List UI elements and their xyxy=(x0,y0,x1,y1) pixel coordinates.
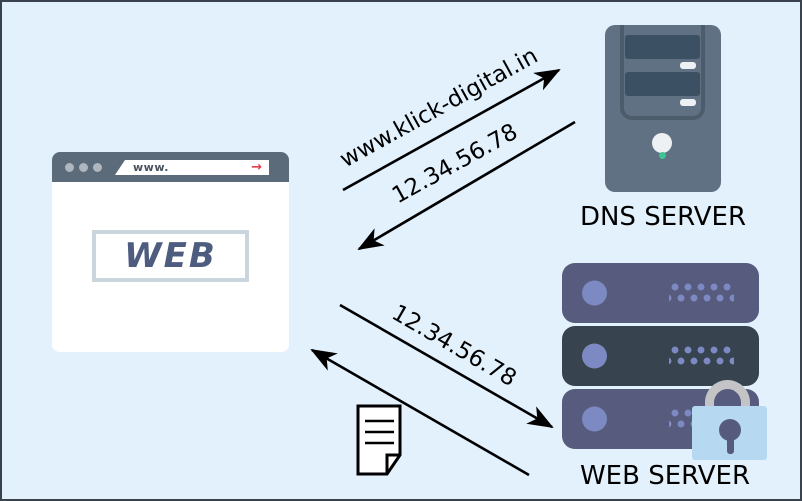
dns-server-tower-icon xyxy=(605,25,721,192)
web-request-arrow xyxy=(339,303,554,429)
rack-circle-icon xyxy=(582,406,607,432)
browser-viewport: WEB xyxy=(52,182,289,352)
rack-unit xyxy=(562,263,759,323)
web-content-box: WEB xyxy=(92,230,249,282)
rack-circle-icon xyxy=(582,280,607,306)
browser-window-icon: www. → WEB xyxy=(52,152,289,352)
keyhole-icon xyxy=(719,419,741,441)
dns-request-label: www.klick-digital.in xyxy=(335,42,543,174)
web-label: WEB xyxy=(124,236,217,276)
web-server-label: WEB SERVER xyxy=(579,461,751,491)
go-arrow-icon: → xyxy=(251,160,262,175)
power-button-icon xyxy=(652,133,672,153)
window-dot-icon xyxy=(93,163,102,172)
rack-dots-icon xyxy=(669,345,734,367)
dns-server-label: DNS SERVER xyxy=(579,202,747,232)
rack-dots-icon xyxy=(669,282,734,304)
window-dot-icon xyxy=(65,163,74,172)
window-dot-icon xyxy=(79,163,88,172)
url-text: www. xyxy=(133,161,169,174)
keyhole-icon xyxy=(727,434,734,454)
padlock-shackle xyxy=(705,380,750,414)
drive-bay-icon xyxy=(625,35,700,59)
web-server-rack-icon xyxy=(562,263,759,452)
padlock-icon xyxy=(692,374,767,460)
drive-button-icon xyxy=(680,99,696,106)
drive-button-icon xyxy=(680,62,696,69)
address-bar: www. → xyxy=(115,160,269,175)
rack-circle-icon xyxy=(582,343,607,369)
web-request-label: 12.34.56.78 xyxy=(387,299,521,393)
drive-bay-icon xyxy=(625,72,700,96)
tower-front-panel xyxy=(620,25,705,120)
rack-unit xyxy=(562,326,759,386)
browser-titlebar: www. → xyxy=(52,152,289,182)
power-led-icon xyxy=(659,152,666,159)
document-icon xyxy=(356,404,402,476)
